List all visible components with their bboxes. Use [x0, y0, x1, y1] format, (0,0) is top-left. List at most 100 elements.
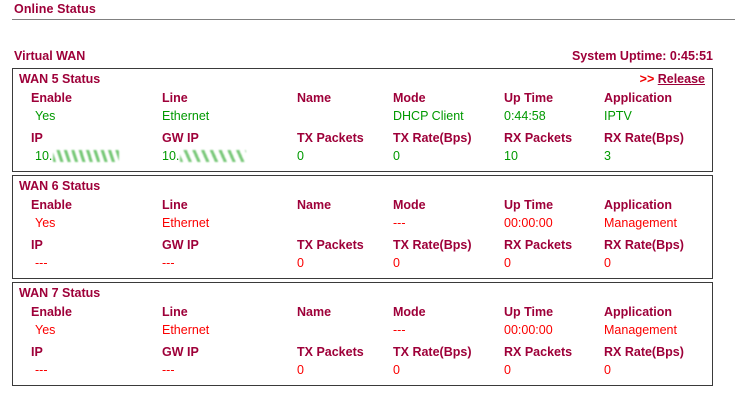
- wan-box-title: WAN 6 Status: [19, 179, 101, 193]
- wan-up-time-value: 0:44:58: [504, 109, 546, 123]
- wan-tx-packets-value: 0: [297, 363, 304, 377]
- column-header: TX Rate(Bps): [393, 131, 472, 145]
- column-header: GW IP: [162, 238, 199, 252]
- value-text: 10.: [162, 149, 180, 163]
- value-text: 0: [504, 363, 511, 377]
- column-header: RX Packets: [504, 131, 573, 145]
- column-header: Name: [297, 91, 332, 105]
- wan-value-row-2: --- --- 0 0 0 0: [13, 256, 714, 276]
- wan-line-value: Ethernet: [162, 323, 210, 337]
- column-header: TX Rate(Bps): [393, 345, 472, 359]
- value-text: 0: [393, 149, 400, 163]
- wan-line-value: Ethernet: [162, 216, 210, 230]
- column-header: Enable: [31, 198, 72, 212]
- wan-tx-packets-value: 0: [297, 149, 304, 163]
- column-header: RX Rate(Bps): [604, 345, 684, 359]
- wan-header-row-2: IP GW IP TX Packets TX Rate(Bps) RX Packets R…: [13, 238, 714, 258]
- wan-gw-ip-value: ---: [162, 256, 175, 270]
- column-header: GW IP: [162, 131, 199, 145]
- virtual-wan-section-header: Virtual WAN System Uptime: 0:45:51: [12, 49, 713, 65]
- title-divider: [12, 19, 735, 20]
- wan-rx-packets-value: 0: [504, 256, 511, 270]
- column-header: TX Rate(Bps): [393, 238, 472, 252]
- wan-rx-packets-value: 10: [504, 149, 518, 163]
- column-header: Application: [604, 305, 673, 319]
- wan-tx-packets-value: 0: [297, 256, 304, 270]
- column-header: Mode: [393, 91, 426, 105]
- column-header: TX Packets: [297, 345, 364, 359]
- value-text: 3: [604, 149, 611, 163]
- wan-enable-value: Yes: [35, 216, 56, 230]
- section-title: Virtual WAN: [14, 49, 86, 63]
- wan-tx-rate-value: 0: [393, 256, 400, 270]
- column-header: Line: [162, 91, 188, 105]
- wan-enable-value: Yes: [35, 109, 56, 123]
- redacted-ip-mask: [180, 150, 247, 162]
- value-text: ---: [35, 256, 48, 270]
- column-header: Application: [604, 91, 673, 105]
- wan-header-row-1: Enable Line Name Mode Up Time Application: [13, 305, 714, 325]
- value-text: 0: [504, 256, 511, 270]
- release-arrows-icon: >>: [639, 72, 655, 86]
- system-uptime: System Uptime: 0:45:51: [571, 49, 713, 63]
- column-header: Mode: [393, 198, 426, 212]
- wan-ip-value: 10.: [35, 149, 120, 163]
- column-header: TX Packets: [297, 131, 364, 145]
- wan-ip-value: ---: [35, 256, 48, 270]
- wan-value-row-2: --- --- 0 0 0 0: [13, 363, 714, 383]
- value-text: 0: [393, 363, 400, 377]
- wan-gw-ip-value: 10.: [162, 149, 247, 163]
- column-header: RX Rate(Bps): [604, 238, 684, 252]
- value-text: 0: [393, 256, 400, 270]
- wan-ip-value: ---: [35, 363, 48, 377]
- column-header: TX Packets: [297, 238, 364, 252]
- release-link[interactable]: >> Release: [640, 72, 705, 86]
- value-text: 10: [504, 149, 518, 163]
- value-text: 10.: [35, 149, 53, 163]
- wan-application-value: Management: [604, 216, 677, 230]
- column-header: IP: [31, 131, 43, 145]
- wan-value-row-2: 10. 10. 0 0 10 3: [13, 149, 714, 169]
- column-header: Mode: [393, 305, 426, 319]
- column-header: RX Rate(Bps): [604, 131, 684, 145]
- page-title: Online Status: [14, 2, 96, 16]
- value-text: 0: [604, 363, 611, 377]
- wan-enable-value: Yes: [35, 323, 56, 337]
- value-text: ---: [35, 363, 48, 377]
- wan-rx-rate-value: 0: [604, 363, 611, 377]
- wan-application-value: IPTV: [604, 109, 632, 123]
- value-text: 0: [604, 256, 611, 270]
- column-header: Enable: [31, 305, 72, 319]
- column-header: Name: [297, 305, 332, 319]
- column-header: IP: [31, 238, 43, 252]
- column-header: Enable: [31, 91, 72, 105]
- wan-up-time-value: 00:00:00: [504, 323, 553, 337]
- release-label[interactable]: Release: [657, 72, 705, 86]
- column-header: RX Packets: [504, 238, 573, 252]
- wan-rx-packets-value: 0: [504, 363, 511, 377]
- wan-mode-value: ---: [393, 323, 406, 337]
- wan-gw-ip-value: ---: [162, 363, 175, 377]
- redacted-ip-mask: [53, 150, 120, 162]
- column-header: Up Time: [504, 91, 554, 105]
- column-header: Up Time: [504, 198, 554, 212]
- value-text: ---: [162, 256, 175, 270]
- wan-box-title: WAN 5 Status: [19, 72, 101, 86]
- wan-rx-rate-value: 0: [604, 256, 611, 270]
- wan-tx-rate-value: 0: [393, 149, 400, 163]
- wan-box-title: WAN 7 Status: [19, 286, 101, 300]
- wan-mode-value: DHCP Client: [393, 109, 464, 123]
- column-header: IP: [31, 345, 43, 359]
- column-header: Up Time: [504, 305, 554, 319]
- value-text: 0: [297, 256, 304, 270]
- value-text: ---: [162, 363, 175, 377]
- wan-rx-rate-value: 3: [604, 149, 611, 163]
- column-header: Line: [162, 305, 188, 319]
- column-header: RX Packets: [504, 345, 573, 359]
